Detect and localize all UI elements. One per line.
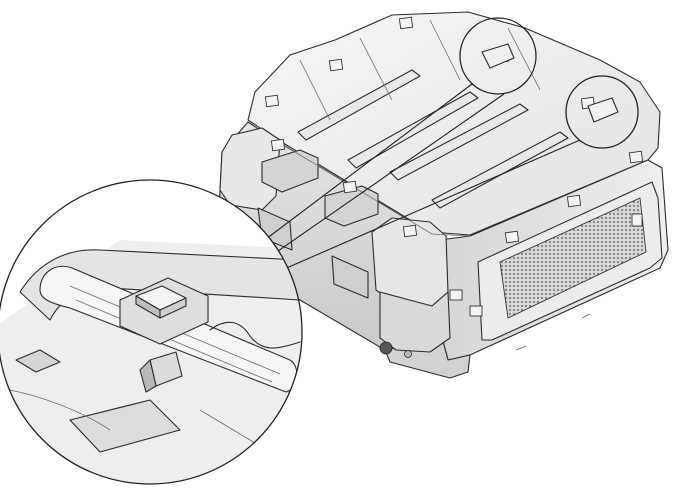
lid-rib-2 (347, 91, 479, 169)
top-handle-recess (261, 149, 319, 193)
leader-lines (257, 83, 581, 271)
front-handle-mid[interactable] (331, 255, 369, 299)
corner-screw (404, 350, 412, 358)
zoom-recess-left (15, 349, 61, 373)
latch[interactable] (631, 213, 643, 227)
magnified-detail-view (0, 179, 303, 485)
callout-latch-2 (587, 97, 619, 123)
caster-wheel (379, 341, 393, 355)
latch[interactable] (264, 94, 280, 108)
corner-bumper-mid-lower (379, 291, 451, 353)
lid-rib-4 (431, 131, 569, 209)
callout-latch-1 (481, 43, 515, 69)
latch[interactable] (402, 224, 418, 238)
callout-circle-2 (565, 75, 639, 149)
zoom-recess-bottom (69, 399, 181, 453)
magnifier-frame (0, 179, 303, 485)
latch[interactable] (449, 289, 463, 301)
callout-circle-1 (459, 17, 537, 95)
front-grille (499, 197, 647, 319)
callout-markers (459, 17, 639, 149)
latch[interactable] (469, 305, 483, 317)
lid-rib-3 (389, 103, 529, 181)
lid-rib-1 (297, 69, 421, 141)
latch[interactable] (342, 180, 358, 194)
latch[interactable] (628, 150, 644, 164)
latch[interactable] (328, 58, 344, 72)
case-body (217, 11, 669, 379)
latch[interactable] (398, 16, 414, 30)
latch[interactable] (566, 194, 582, 208)
latch[interactable] (504, 230, 520, 244)
latch[interactable] (270, 138, 286, 152)
corner-bumper-left (219, 127, 281, 211)
